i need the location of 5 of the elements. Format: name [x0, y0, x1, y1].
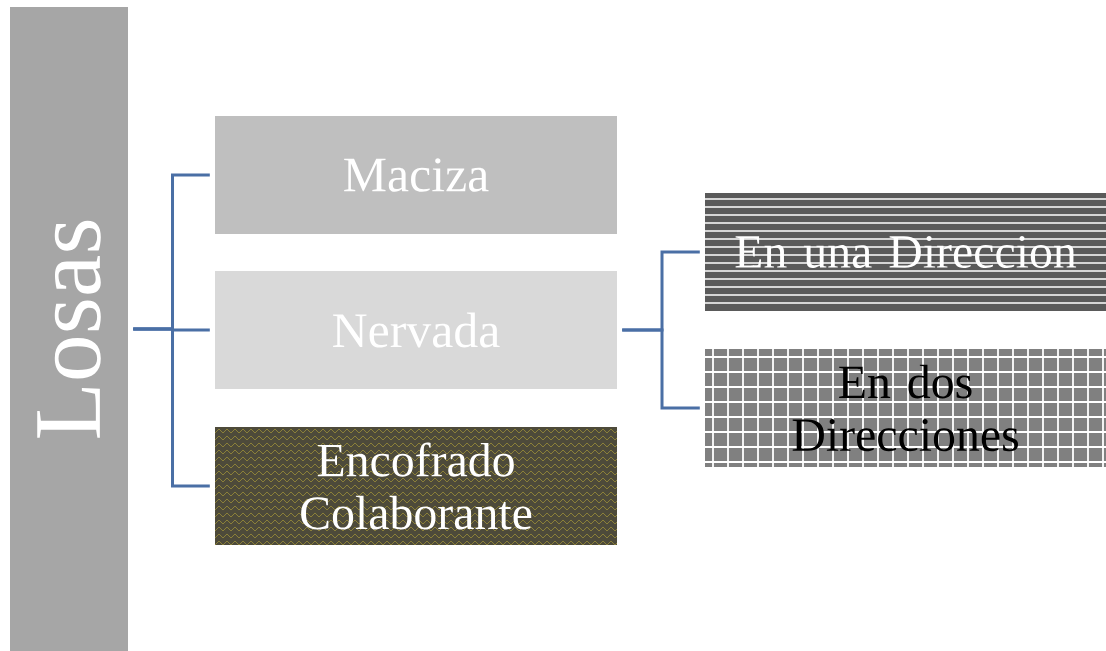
connector-line: [133, 327, 210, 488]
category-bar: Losas: [10, 7, 128, 651]
connector-line: [622, 328, 700, 410]
category-box: Encofrado Colaborante: [215, 427, 617, 545]
category-box: Maciza: [215, 116, 617, 234]
